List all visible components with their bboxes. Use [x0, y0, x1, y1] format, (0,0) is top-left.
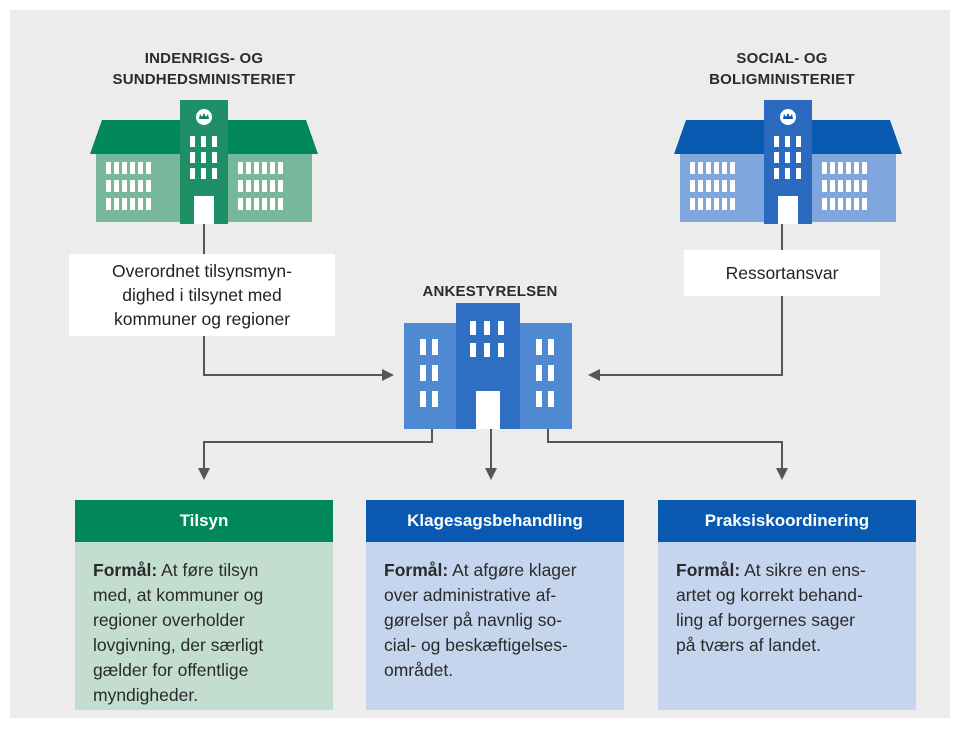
- card-line: artet og korrekt behand-: [676, 585, 863, 605]
- ministry-building-blue-icon: [674, 100, 902, 224]
- ministry-title-line: INDENRIGS- OG: [144, 50, 264, 67]
- card-line: på tværs af landet.: [676, 635, 821, 655]
- arrow-icon: [382, 369, 394, 381]
- note-line: kommuner og regioner: [113, 309, 291, 329]
- card-line: over administrative af-: [384, 585, 557, 605]
- card-header-tilsyn: Tilsyn: [75, 500, 333, 542]
- card-line: cial- og beskæftigelses-: [384, 635, 568, 655]
- card-body-klagesagsbehandling: Formål: At afgøre klager over administra…: [366, 542, 624, 710]
- arrow-icon: [485, 468, 497, 480]
- card-line: lovgivning, der særligt: [93, 635, 264, 655]
- card-line: området.: [384, 660, 454, 680]
- ministry-title-right: SOCIAL- OG BOLIGMINISTERIET: [682, 48, 882, 90]
- card-label: Formål:: [676, 560, 741, 580]
- card-line: gørelser på navnlig so-: [384, 610, 562, 630]
- ministry-title-line: BOLIGMINISTERIET: [709, 71, 855, 88]
- card-line: myndigheder.: [93, 685, 199, 705]
- card-line: At sikre en ens-: [744, 560, 866, 580]
- card-header-praksiskoordinering: Praksiskoordinering: [658, 500, 916, 542]
- card-line: gælder for offentlige: [93, 660, 249, 680]
- note-left: Overordnet tilsynsmyn- dighed i tilsynet…: [69, 254, 335, 336]
- note-line: Overordnet tilsynsmyn-: [112, 261, 292, 281]
- card-label: Formål:: [93, 560, 158, 580]
- agency-title: ANKESTYRELSEN: [422, 283, 558, 300]
- card-line: At afgøre klager: [452, 560, 577, 580]
- card-label: Formål:: [384, 560, 449, 580]
- arrow-icon: [198, 468, 210, 480]
- card-body-tilsyn: Formål: At føre tilsyn med, at kommuner …: [75, 542, 333, 710]
- ministry-building-green-icon: [90, 100, 318, 224]
- note-right: Ressortansvar: [684, 250, 880, 296]
- card-line: med, at kommuner og: [93, 585, 264, 605]
- card-line: ling af borgernes sager: [676, 610, 855, 630]
- card-header-klagesagsbehandling: Klagesagsbehandling: [366, 500, 624, 542]
- note-line: dighed i tilsynet med: [122, 285, 282, 305]
- agency-building-icon: [404, 303, 572, 429]
- ministry-title-left: INDENRIGS- OG SUNDHEDSMINISTERIET: [104, 48, 304, 90]
- arrow-icon: [588, 369, 600, 381]
- card-line: regioner overholder: [93, 610, 245, 630]
- ministry-title-line: SOCIAL- OG: [736, 50, 828, 67]
- arrow-icon: [776, 468, 788, 480]
- ministry-title-line: SUNDHEDSMINISTERIET: [112, 71, 296, 88]
- card-line: At føre tilsyn: [161, 560, 259, 580]
- card-body-praksiskoordinering: Formål: At sikre en ens- artet og korrek…: [658, 542, 916, 710]
